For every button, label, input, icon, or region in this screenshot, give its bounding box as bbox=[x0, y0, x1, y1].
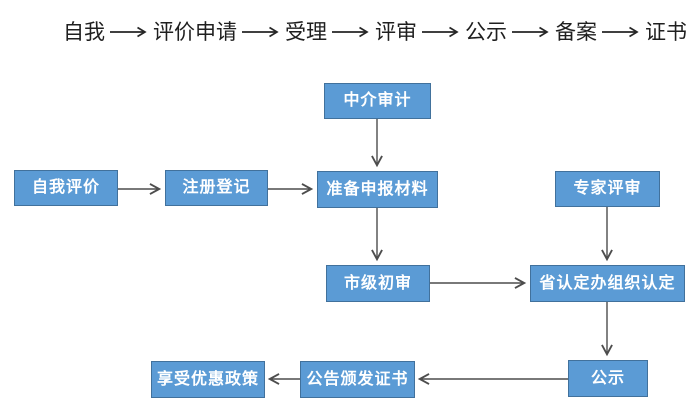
flow-node-municipal-review: 市级初审 bbox=[326, 265, 430, 302]
flow-node-intermediary-audit: 中介审计 bbox=[324, 83, 431, 119]
process-title: 自我 评价申请 受理 评审 公示 备案 证书 bbox=[63, 20, 687, 44]
long-arrow-icon bbox=[422, 26, 459, 38]
flow-node-preferential-policy: 享受优惠政策 bbox=[151, 361, 265, 398]
flow-node-publicity: 公示 bbox=[568, 360, 648, 397]
title-step: 自我 bbox=[63, 20, 105, 44]
title-step: 备案 bbox=[555, 20, 597, 44]
flow-node-certificate-announcement: 公告颁发证书 bbox=[300, 361, 415, 398]
title-step: 受理 bbox=[285, 20, 327, 44]
title-step: 评价申请 bbox=[153, 20, 237, 44]
flow-node-prepare-materials: 准备申报材料 bbox=[317, 171, 438, 208]
title-step: 评审 bbox=[375, 20, 417, 44]
long-arrow-icon bbox=[242, 26, 279, 38]
title-step: 证书 bbox=[645, 20, 687, 44]
flow-node-expert-review: 专家评审 bbox=[555, 171, 660, 207]
flow-node-registration: 注册登记 bbox=[165, 170, 268, 206]
long-arrow-icon bbox=[110, 26, 147, 38]
long-arrow-icon bbox=[332, 26, 369, 38]
flow-node-provincial-accreditation: 省认定办组织认定 bbox=[530, 265, 685, 302]
title-step: 公示 bbox=[465, 20, 507, 44]
long-arrow-icon bbox=[602, 26, 639, 38]
flow-node-self-evaluation: 自我评价 bbox=[14, 170, 118, 206]
long-arrow-icon bbox=[512, 26, 549, 38]
